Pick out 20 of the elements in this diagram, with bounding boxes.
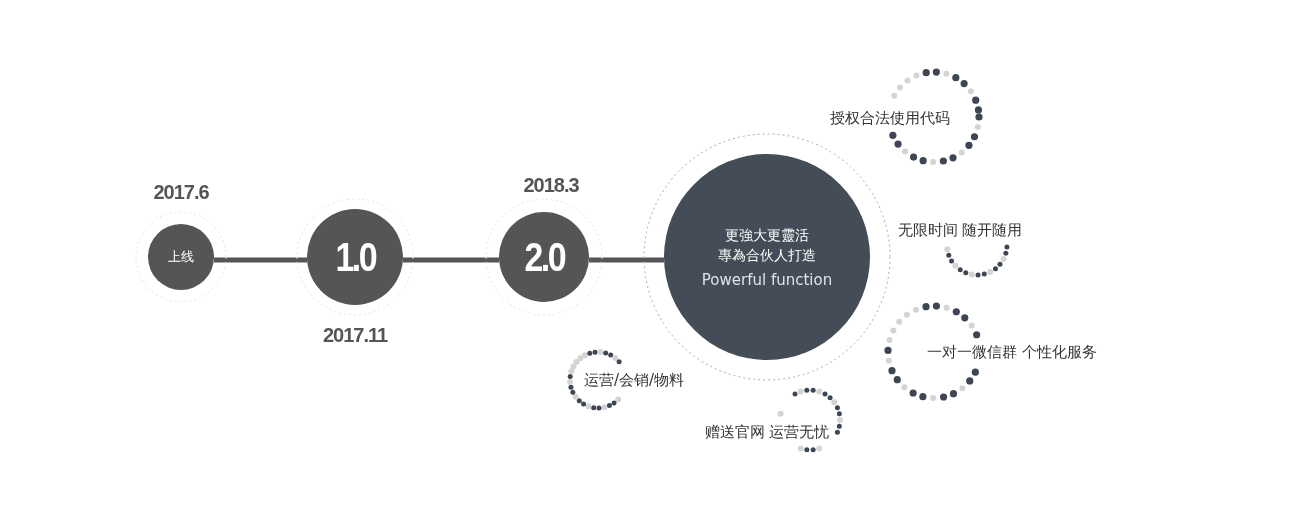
timeline-circle — [499, 212, 589, 302]
feature-label: 一对一微信群 个性化服务 — [927, 341, 1097, 363]
node-label: 上线 — [168, 248, 194, 266]
date-label: 2017.6 — [153, 181, 209, 204]
timeline-circle — [307, 209, 403, 305]
subtitle: Powerful function — [701, 271, 833, 289]
date-label: 2018.3 — [523, 174, 579, 197]
feature-label: 无限时间 随开随用 — [897, 219, 1023, 241]
date-label: 2017.11 — [322, 324, 388, 347]
connector-line — [589, 257, 664, 263]
timeline-circle — [148, 224, 214, 290]
connector-line — [403, 257, 499, 263]
feature-label: 运营/会销/物料 — [583, 369, 685, 391]
heading-line: 更強大更靈活 — [725, 227, 809, 245]
feature-label: 授权合法使用代码 — [830, 107, 950, 129]
connector-line — [214, 257, 307, 263]
version-number: 2.0 — [524, 234, 564, 280]
version-number: 1.0 — [335, 234, 375, 280]
heading-line: 專為合伙人打造 — [718, 247, 816, 265]
feature-label: 赠送官网 运营无忧 — [704, 421, 830, 443]
